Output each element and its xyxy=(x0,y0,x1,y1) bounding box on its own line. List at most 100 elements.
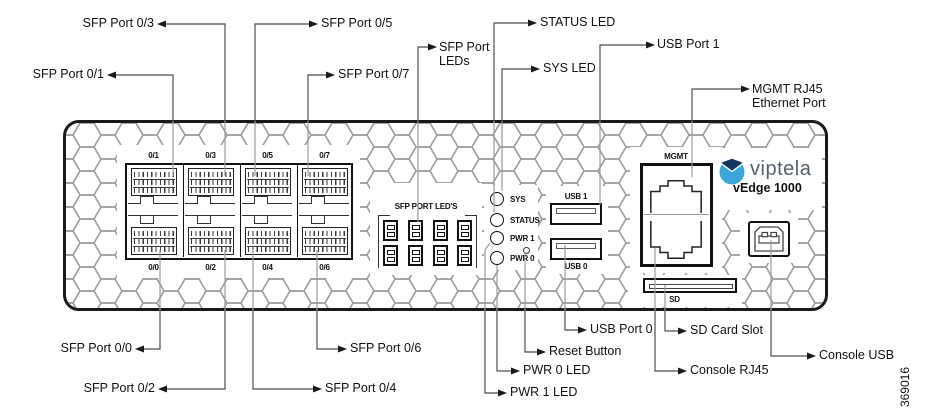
sfp-port-0-2 xyxy=(187,227,234,255)
latch-tab xyxy=(311,216,325,224)
callout-sfp-port-0-6: SFP Port 0/6 xyxy=(350,341,422,355)
sfp-port-number-0-5: 0/5 xyxy=(262,151,273,160)
callout-line: SFP Port xyxy=(439,40,490,54)
sfp-pins xyxy=(246,229,289,253)
sfp-port-0-0 xyxy=(130,227,177,255)
sfp-port-0-7 xyxy=(301,168,348,196)
sfp-latch xyxy=(128,215,178,224)
sfp-led-unit xyxy=(408,245,423,266)
sfp-pins xyxy=(132,229,175,253)
pwr0-led xyxy=(490,251,504,265)
model-name: vEdge 1000 xyxy=(733,181,802,195)
sfp-port-number-0-3: 0/3 xyxy=(205,151,216,160)
sfp-latch xyxy=(242,196,292,204)
callout-usb-port-1: USB Port 1 xyxy=(657,37,720,51)
status-led-label: STATUS xyxy=(510,216,540,225)
callout-sfp-port-0-3: SFP Port 0/3 xyxy=(82,16,154,30)
callout-line: MGMT RJ45 xyxy=(752,82,823,96)
pwr1-led-label: PWR 1 xyxy=(510,234,535,243)
mgmt-label: MGMT xyxy=(664,152,688,161)
sfp-port-number-0-6: 0/6 xyxy=(319,263,330,272)
callout-sfp-port-0-4: SFP Port 0/4 xyxy=(325,381,397,395)
sfp-port-number-0-4: 0/4 xyxy=(262,263,273,272)
sfp-led-unit xyxy=(433,245,448,266)
latch-tab xyxy=(311,196,325,204)
callout-console-usb: Console USB xyxy=(819,348,895,362)
callout-sfp-port-leds: SFP Port LEDs xyxy=(439,40,489,68)
cage-divider xyxy=(239,165,241,257)
callout-sfp-port-0-2: SFP Port 0/2 xyxy=(83,381,155,395)
cage-divider xyxy=(182,165,184,257)
callout-line: LEDs xyxy=(439,54,470,68)
sfp-latch xyxy=(299,196,349,204)
sfp-port-0-4 xyxy=(244,227,291,255)
sfp-led-unit xyxy=(408,220,423,241)
led-grid-bracket-left xyxy=(378,215,390,268)
sfp-led-unit xyxy=(457,220,472,241)
sfp-port-number-0-1: 0/1 xyxy=(148,151,159,160)
pwr0-led-label: PWR 0 xyxy=(510,254,535,263)
sfp-pins xyxy=(303,229,346,253)
callout-sfp-port-0-0: SFP Port 0/0 xyxy=(60,341,132,355)
callout-reset-button: Reset Button xyxy=(549,344,622,358)
reset-button[interactable] xyxy=(523,247,530,254)
cage-divider xyxy=(296,165,298,257)
callout-sys-led: SYS LED xyxy=(543,61,596,75)
callout-sfp-port-0-1: SFP Port 0/1 xyxy=(32,67,104,81)
sfp-latch xyxy=(299,215,349,224)
sfp-latch xyxy=(185,196,235,204)
sfp-port-number-0-7: 0/7 xyxy=(319,151,330,160)
brand-wordmark: viptela xyxy=(750,158,812,180)
sfp-pins xyxy=(132,170,175,194)
callout-pwr-0-led: PWR 0 LED xyxy=(523,363,591,377)
latch-tab xyxy=(197,216,211,224)
sfp-pins xyxy=(246,170,289,194)
usb-slot xyxy=(556,207,596,214)
sfp-port-0-3 xyxy=(187,168,234,196)
sfp-pins xyxy=(189,170,232,194)
sfp-port-0-1 xyxy=(130,168,177,196)
callout-sd-card-slot: SD Card Slot xyxy=(690,323,763,337)
callout-mgmt-rj45: MGMT RJ45 Ethernet Port xyxy=(752,82,826,110)
sfp-led-unit xyxy=(457,245,472,266)
usb1-label: USB 1 xyxy=(564,192,588,201)
callout-sfp-port-0-5: SFP Port 0/5 xyxy=(321,16,393,30)
pwr1-led xyxy=(490,231,504,245)
sfp-latch xyxy=(242,215,292,224)
latch-tab xyxy=(254,216,268,224)
callout-status-led: STATUS LED xyxy=(540,15,616,29)
usb-port-1[interactable] xyxy=(550,203,602,225)
sd-label: SD xyxy=(669,295,680,304)
sfp-latch xyxy=(185,215,235,224)
sfp-port-0-6 xyxy=(301,227,348,255)
figure-number: 369016 xyxy=(898,367,912,408)
led-grid-bracket-right xyxy=(465,215,477,268)
sfp-pins xyxy=(189,229,232,253)
sfp-led-unit xyxy=(383,245,398,266)
sd-slot-opening xyxy=(649,283,733,289)
console-usb-b-connector xyxy=(754,226,784,252)
sfp-port-leds-label: SFP PORT LED'S xyxy=(394,202,458,211)
callout-console-rj45: Console RJ45 xyxy=(690,363,769,377)
latch-tab xyxy=(140,196,154,204)
mgmt-divider xyxy=(644,214,709,216)
sfp-port-0-5 xyxy=(244,168,291,196)
latch-tab xyxy=(254,196,268,204)
callout-sfp-port-0-7: SFP Port 0/7 xyxy=(338,67,410,81)
sfp-port-number-0-2: 0/2 xyxy=(205,263,216,272)
latch-tab xyxy=(197,196,211,204)
sd-card-slot[interactable] xyxy=(643,278,737,293)
callout-pwr-1-led: PWR 1 LED xyxy=(510,385,578,399)
sfp-port-number-0-0: 0/0 xyxy=(148,263,159,272)
callout-usb-port-0: USB Port 0 xyxy=(590,322,653,336)
sfp-latch xyxy=(128,196,178,204)
sys-led-label: SYS xyxy=(510,195,526,204)
viptela-logo-icon xyxy=(718,157,746,185)
usb-port-0[interactable] xyxy=(550,238,602,260)
callout-line: Ethernet Port xyxy=(752,96,826,110)
sfp-pins xyxy=(303,170,346,194)
usb0-label: USB 0 xyxy=(564,262,588,271)
status-led xyxy=(490,213,504,227)
console-rj45-jack xyxy=(650,221,702,259)
